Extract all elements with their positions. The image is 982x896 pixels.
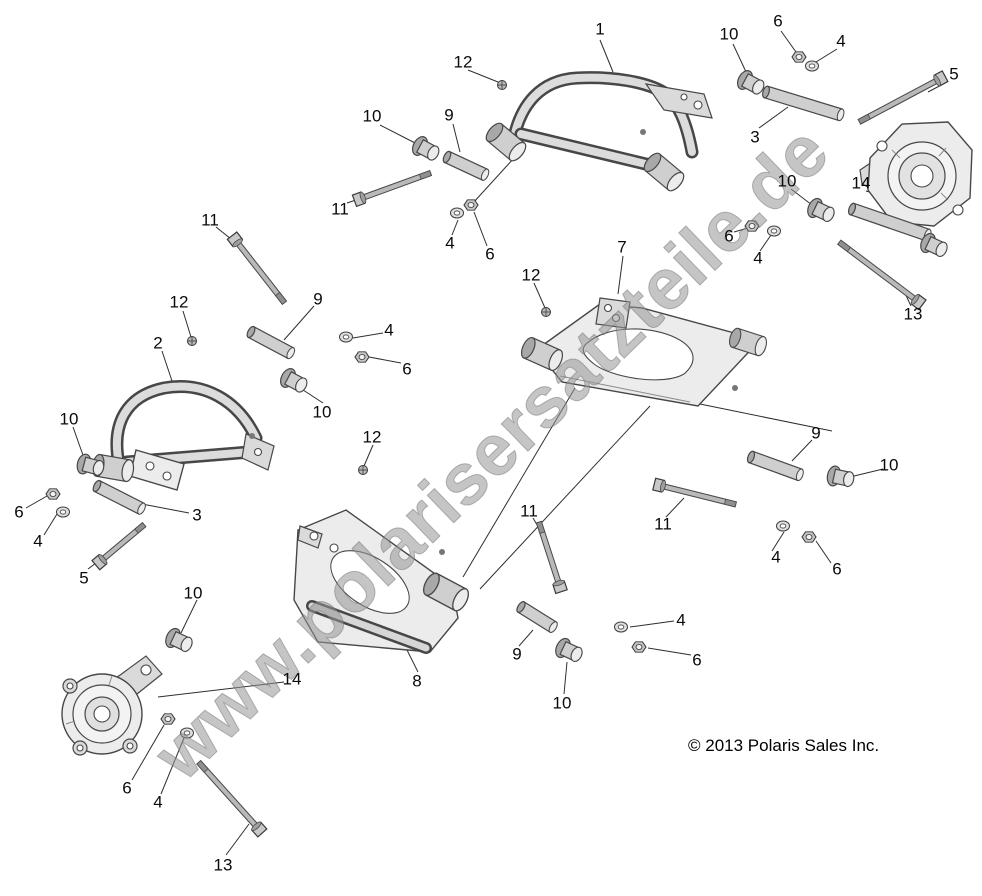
bushing	[804, 195, 838, 227]
callout-14: 14	[851, 173, 871, 193]
washer	[775, 520, 791, 532]
callout-6: 6	[402, 359, 412, 379]
shaft	[762, 85, 845, 122]
callout-12: 12	[453, 52, 473, 72]
bushing	[552, 635, 586, 667]
callout-10: 10	[312, 402, 332, 422]
upper-control-arm-right	[482, 71, 713, 195]
callout-10: 10	[879, 455, 899, 475]
flange-nut	[463, 199, 479, 211]
callout-11: 11	[520, 501, 538, 521]
shaft	[516, 601, 558, 634]
callout-10: 10	[552, 693, 572, 713]
bolt	[226, 231, 288, 305]
shaft	[746, 450, 804, 482]
copyright-text: © 2013 Polaris Sales Inc.	[688, 736, 880, 755]
bearing-carrier-left	[61, 655, 163, 756]
callout-4: 4	[445, 233, 455, 253]
callout-5: 5	[79, 568, 89, 588]
shaft	[92, 479, 146, 515]
callout-4: 4	[836, 31, 846, 51]
bearing-carrier-right	[859, 121, 973, 227]
callout-11: 11	[654, 514, 672, 534]
callout-12: 12	[362, 427, 382, 447]
callout-4: 4	[153, 792, 163, 812]
flange-nut	[801, 531, 817, 543]
bushing	[408, 133, 443, 165]
callout-6: 6	[724, 226, 734, 246]
callout-12: 12	[521, 265, 541, 285]
stamped-control-arm-right	[518, 297, 770, 407]
washer	[179, 727, 195, 739]
callout-11: 11	[201, 210, 219, 230]
callout-9: 9	[313, 289, 323, 309]
callout-1: 1	[595, 19, 605, 39]
washer	[804, 60, 820, 72]
callout-13: 13	[213, 855, 233, 875]
callout-6: 6	[692, 650, 702, 670]
callout-4: 4	[33, 531, 43, 551]
upper-control-arm-left	[90, 380, 275, 491]
push-nut	[187, 336, 197, 346]
bolt	[196, 759, 268, 838]
bolt	[652, 477, 737, 508]
callout-10: 10	[719, 24, 739, 44]
callout-10: 10	[362, 106, 382, 126]
callout-9: 9	[811, 423, 821, 443]
stamped-control-arm-left	[293, 509, 473, 654]
shafts	[92, 85, 932, 634]
flange-nut	[744, 220, 760, 232]
callout-13: 13	[903, 304, 923, 324]
washer	[449, 207, 465, 219]
pivot-sleeve	[640, 149, 688, 195]
callout-10: 10	[59, 409, 79, 429]
bolt	[857, 70, 949, 125]
callout-6: 6	[832, 559, 842, 579]
callout-6: 6	[773, 11, 783, 31]
flange-nut	[45, 488, 61, 500]
callout-14: 14	[282, 669, 302, 689]
callout-9: 9	[512, 644, 522, 664]
callout-7: 7	[617, 237, 627, 257]
bolt	[351, 169, 433, 208]
push-nut	[497, 80, 507, 90]
leader-lines	[25, 30, 948, 856]
callout-6: 6	[485, 244, 495, 264]
washer	[338, 331, 354, 343]
callout-5: 5	[949, 64, 959, 84]
washer	[766, 225, 782, 237]
callout-11: 11	[331, 199, 349, 219]
bolts	[91, 70, 949, 838]
callout-12: 12	[169, 292, 189, 312]
callout-9: 9	[444, 105, 454, 125]
shaft	[442, 150, 490, 181]
bolt	[837, 239, 927, 311]
washer	[613, 621, 629, 633]
shaft	[246, 325, 296, 360]
callout-4: 4	[384, 320, 394, 340]
flange-nut	[160, 713, 176, 725]
callout-6: 6	[122, 778, 132, 798]
callout-4: 4	[771, 547, 781, 567]
callout-2: 2	[153, 333, 163, 353]
callout-3: 3	[192, 505, 202, 525]
bushing	[824, 464, 857, 491]
washer	[55, 506, 71, 518]
push-nut	[358, 465, 368, 475]
flange-nut	[791, 51, 807, 63]
flange-nut	[631, 641, 647, 653]
bushing	[162, 625, 196, 657]
flange-nut	[354, 351, 370, 363]
bolt	[535, 520, 568, 595]
callout-8: 8	[412, 671, 422, 691]
bolt	[91, 521, 147, 571]
push-nut	[541, 307, 551, 317]
callout-10: 10	[183, 583, 203, 603]
callout-4: 4	[753, 248, 763, 268]
callout-10: 10	[777, 171, 797, 191]
callout-4: 4	[676, 610, 686, 630]
callout-3: 3	[750, 127, 760, 147]
callout-6: 6	[14, 502, 24, 522]
